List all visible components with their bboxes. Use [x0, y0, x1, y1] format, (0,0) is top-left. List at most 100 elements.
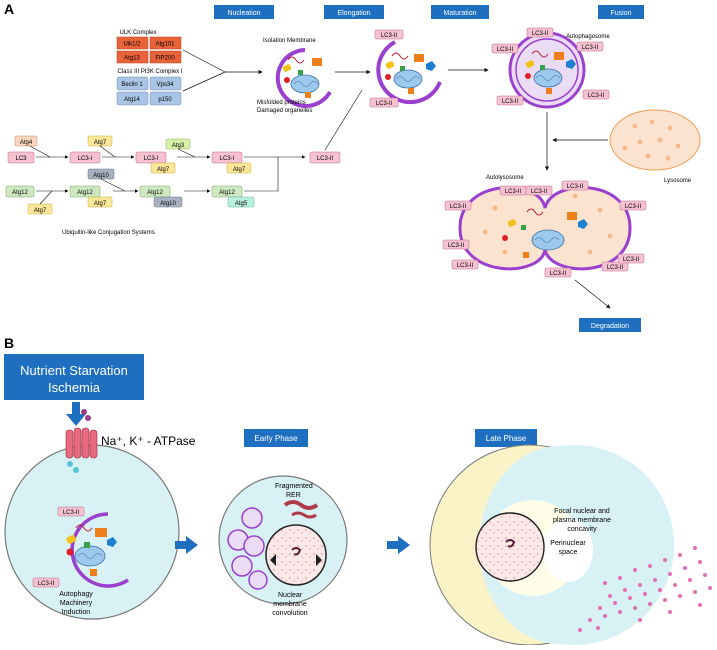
svg-text:Atg12: Atg12 [77, 190, 93, 196]
svg-text:Atg101: Atg101 [155, 42, 175, 48]
atpase-icon [65, 409, 98, 473]
svg-text:LC3-II: LC3-II [381, 33, 398, 39]
svg-text:LC3-II: LC3-II [625, 204, 642, 210]
svg-text:Atg7: Atg7 [34, 208, 47, 214]
svg-text:LC3-II: LC3-II [497, 47, 514, 53]
lysosome-label: Lysosome [664, 178, 692, 184]
right-arrow-icon-2 [387, 536, 410, 554]
perinuclear-label-1: Perinuclear [550, 540, 586, 547]
svg-text:Ulk1/2: Ulk1/2 [123, 42, 141, 48]
svg-text:Atg12: Atg12 [12, 190, 28, 196]
misfolded-label-1: Misfolded proteins [257, 100, 306, 106]
autophagosome: LC3-II LC3-II LC3-II LC3-II LC3-II [491, 27, 610, 109]
autolysosome-label: Autolysosome [486, 175, 524, 181]
stage-header-elongation: Elongation [324, 5, 384, 19]
svg-text:Early Phase: Early Phase [254, 434, 298, 443]
svg-text:LC3-I: LC3-I [78, 156, 93, 162]
elongation-structure: LC3-II LC3-II [369, 29, 442, 108]
svg-text:Fusion: Fusion [610, 10, 631, 17]
fragmented-rer-label-2: RER [286, 492, 301, 499]
svg-text:LC3-I: LC3-I [144, 156, 159, 162]
svg-text:Elongation: Elongation [337, 10, 370, 17]
svg-text:FIP200: FIP200 [155, 56, 175, 62]
svg-text:Atg12: Atg12 [147, 190, 163, 196]
induction-label-3: Induction [62, 609, 91, 616]
focal-label-3: concavity [567, 526, 597, 533]
svg-text:Degradation: Degradation [591, 323, 629, 330]
svg-text:Maturation: Maturation [443, 10, 476, 17]
panel-a-label: A [4, 1, 14, 17]
isolation-membrane [275, 48, 332, 108]
stimulus-box: Nutrient Starvation Ischemia [4, 354, 144, 400]
nuclear-label-1: Nuclear [278, 592, 303, 599]
arrow-to-degradation [574, 279, 611, 309]
isolation-membrane-label: Isolation Membrane [263, 38, 316, 44]
stage-header-fusion: Fusion [598, 5, 644, 19]
svg-text:LC3-II: LC3-II [567, 184, 584, 190]
svg-text:LC3-II: LC3-II [623, 257, 640, 263]
cell-late-phase [429, 444, 675, 646]
svg-text:Atg7: Atg7 [94, 140, 107, 146]
conjugation-systems: Atg4 LC3 LC3-I Atg7 LC3-I Atg7 Atg3 LC3-… [5, 89, 363, 215]
cell-early-phase [218, 475, 348, 605]
svg-text:Late Phase: Late Phase [486, 434, 527, 443]
ulk-complex: Ulk1/2 Atg101 Atg13 FIP200 [116, 36, 182, 64]
svg-text:Vps34: Vps34 [156, 82, 174, 88]
svg-text:LC3-II: LC3-II [448, 243, 465, 249]
focal-label-2: plasma membrane [553, 517, 611, 524]
svg-text:Atg10: Atg10 [93, 173, 109, 179]
svg-text:LC3-II: LC3-II [532, 31, 549, 37]
svg-text:LC3-II: LC3-II [317, 156, 334, 162]
svg-text:LC3-I: LC3-I [220, 156, 235, 162]
pi3k-complex-title: Class III PI3K Complex I [117, 69, 182, 75]
perinuclear-label-2: space [559, 549, 578, 556]
early-phase-header: Early Phase [244, 429, 308, 447]
induction-label-1: Autophagy [59, 591, 93, 598]
svg-text:Ischemia: Ischemia [48, 380, 101, 395]
pi3k-complex: Beclin 1 Vps34 Atg14 p150 [116, 76, 182, 106]
right-arrow-icon [175, 536, 198, 554]
misfolded-label-2: Damaged organelles [257, 108, 312, 114]
svg-text:LC3-II: LC3-II [38, 581, 55, 587]
svg-text:Atg14: Atg14 [124, 97, 140, 103]
late-phase-header: Late Phase [475, 429, 537, 447]
down-arrow-icon [66, 402, 86, 426]
svg-text:Beclin 1: Beclin 1 [121, 82, 143, 88]
svg-text:Atg7: Atg7 [157, 167, 170, 173]
svg-text:Atg10: Atg10 [160, 201, 176, 207]
svg-text:LC3-II: LC3-II [588, 93, 605, 99]
svg-text:Nutrient Starvation: Nutrient Starvation [20, 363, 128, 378]
svg-text:LC3: LC3 [15, 156, 27, 162]
svg-text:LC3-II: LC3-II [607, 265, 624, 271]
svg-text:LC3-II: LC3-II [550, 271, 567, 277]
svg-text:Atg13: Atg13 [124, 56, 140, 62]
autolysosome: LC3-II LC3-II LC3-II LC3-II LC3-II LC3-I… [442, 180, 647, 278]
svg-text:LC3-II: LC3-II [505, 189, 522, 195]
lysosome [609, 109, 701, 171]
autophagosome-label: Autophagosome [566, 34, 610, 40]
focal-label-1: Focal nuclear and [554, 508, 610, 515]
svg-text:Atg5: Atg5 [235, 201, 248, 207]
stage-header-nucleation: Nucleation [214, 5, 274, 19]
svg-text:LC3-II: LC3-II [63, 510, 80, 516]
panel-b-label: B [4, 335, 14, 351]
svg-text:Atg3: Atg3 [172, 143, 185, 149]
fragmented-rer-label-1: Fragmented [275, 483, 313, 490]
degradation-box: Degradation [579, 318, 641, 332]
stage-header-maturation: Maturation [431, 5, 489, 19]
svg-text:LC3-II: LC3-II [450, 204, 467, 210]
cell-autophagy: LC3-II LC3-II [4, 409, 180, 620]
ulk-complex-title: ULK Complex [119, 30, 156, 36]
svg-text:Nucleation: Nucleation [227, 10, 260, 17]
nuclear-label-3: convolution [272, 610, 308, 617]
svg-text:LC3-II: LC3-II [457, 263, 474, 269]
released-particles [578, 546, 712, 632]
svg-text:LC3-II: LC3-II [582, 45, 599, 51]
atpase-label: Na⁺, K⁺ - ATPase [101, 434, 196, 448]
svg-text:Atg7: Atg7 [233, 167, 246, 173]
svg-text:LC3-II: LC3-II [376, 101, 393, 107]
svg-text:p150: p150 [158, 97, 172, 103]
nuclear-label-2: membrane [273, 601, 307, 608]
svg-text:Atg4: Atg4 [20, 140, 33, 146]
